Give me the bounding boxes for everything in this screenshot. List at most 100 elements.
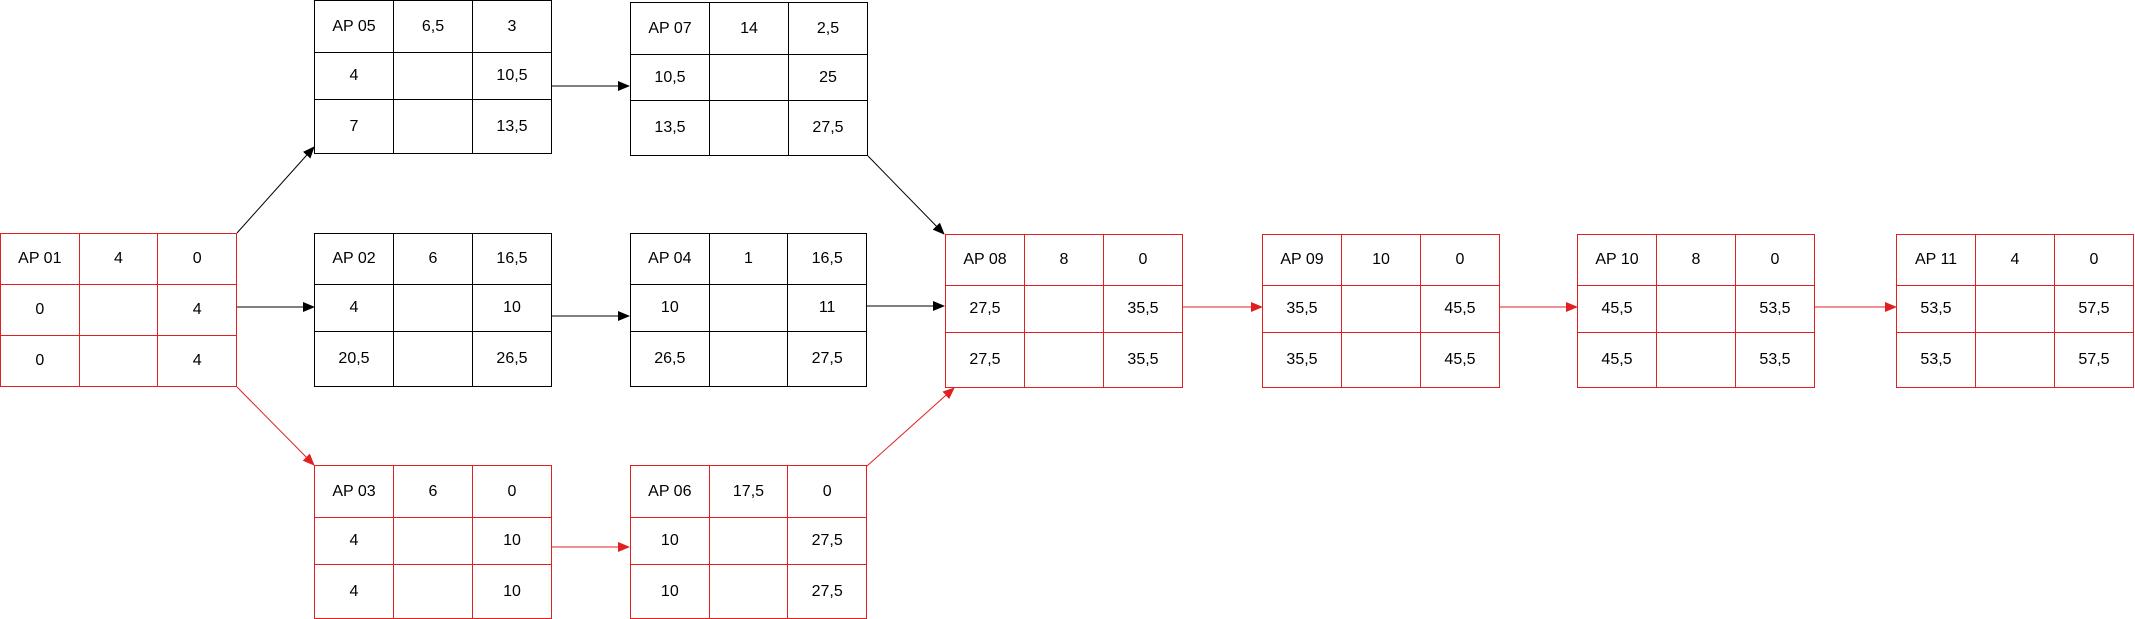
node-duration: 17,5 bbox=[708, 465, 789, 518]
node-earliest-finish: 25 bbox=[788, 54, 868, 101]
node-earliest-finish: 35,5 bbox=[1103, 285, 1183, 333]
node-empty-cell bbox=[393, 52, 473, 100]
node-earliest-finish: 53,5 bbox=[1735, 285, 1815, 333]
node-buffer: 0 bbox=[472, 465, 552, 518]
node-earliest-start: 4 bbox=[314, 517, 394, 565]
node-id: AP 11 bbox=[1896, 234, 1976, 286]
node-latest-finish: 27,5 bbox=[787, 331, 867, 387]
node-id: AP 04 bbox=[630, 233, 710, 285]
node-empty-cell bbox=[393, 564, 473, 619]
node-id: AP 01 bbox=[0, 233, 80, 285]
node-empty-cell bbox=[709, 100, 789, 156]
node-empty-cell bbox=[1024, 285, 1104, 333]
node-duration: 14 bbox=[709, 2, 789, 55]
node-earliest-finish: 57,5 bbox=[2054, 285, 2134, 333]
node-empty-cell bbox=[1341, 285, 1421, 333]
node-earliest-start: 10 bbox=[630, 517, 710, 565]
node-latest-finish: 27,5 bbox=[787, 564, 867, 619]
node-buffer: 16,5 bbox=[787, 233, 867, 285]
node-latest-finish: 27,5 bbox=[788, 100, 868, 156]
node-earliest-finish: 45,5 bbox=[1420, 285, 1500, 333]
node-latest-finish: 4 bbox=[157, 335, 237, 387]
node-latest-finish: 57,5 bbox=[2054, 332, 2134, 388]
node-empty-cell bbox=[708, 564, 789, 619]
node-id: AP 07 bbox=[630, 2, 710, 55]
node-latest-finish: 53,5 bbox=[1735, 332, 1815, 388]
node-latest-finish: 13,5 bbox=[472, 99, 552, 154]
node-earliest-finish: 11 bbox=[787, 284, 867, 332]
node-buffer: 0 bbox=[1420, 234, 1500, 286]
node-empty-cell bbox=[1656, 285, 1736, 333]
node-duration: 4 bbox=[78, 233, 159, 285]
node-earliest-start: 53,5 bbox=[1896, 285, 1976, 333]
node-latest-start: 26,5 bbox=[630, 331, 710, 387]
node-latest-finish: 45,5 bbox=[1420, 332, 1500, 388]
node-empty-cell bbox=[1975, 285, 2055, 333]
node-empty-cell bbox=[1024, 332, 1104, 388]
node-empty-cell bbox=[1975, 332, 2055, 388]
node-empty-cell bbox=[708, 331, 789, 387]
node-empty-cell bbox=[393, 517, 473, 565]
node-id: AP 10 bbox=[1577, 234, 1657, 286]
node-duration: 10 bbox=[1341, 234, 1421, 286]
node-latest-start: 4 bbox=[314, 564, 394, 619]
node-buffer: 3 bbox=[472, 0, 552, 53]
node-empty-cell bbox=[393, 331, 473, 387]
node-empty-cell bbox=[78, 284, 159, 336]
node-earliest-start: 0 bbox=[0, 284, 80, 336]
node-earliest-start: 10,5 bbox=[630, 54, 710, 101]
node-buffer: 0 bbox=[1735, 234, 1815, 286]
node-id: AP 05 bbox=[314, 0, 394, 53]
node-earliest-start: 27,5 bbox=[945, 285, 1025, 333]
node-id: AP 06 bbox=[630, 465, 710, 518]
node-latest-finish: 10 bbox=[472, 564, 552, 619]
node-buffer: 0 bbox=[157, 233, 237, 285]
node-earliest-finish: 27,5 bbox=[787, 517, 867, 565]
node-empty-cell bbox=[78, 335, 159, 387]
node-empty-cell bbox=[708, 284, 789, 332]
node-buffer: 0 bbox=[1103, 234, 1183, 286]
edge-ap07-ap08 bbox=[867, 155, 945, 235]
node-duration: 6 bbox=[393, 233, 473, 285]
node-latest-start: 27,5 bbox=[945, 332, 1025, 388]
node-buffer: 0 bbox=[2054, 234, 2134, 286]
node-earliest-finish: 10 bbox=[472, 284, 552, 332]
node-buffer: 16,5 bbox=[472, 233, 552, 285]
node-latest-start: 10 bbox=[630, 564, 710, 619]
node-id: AP 02 bbox=[314, 233, 394, 285]
node-duration: 6 bbox=[393, 465, 473, 518]
node-latest-finish: 26,5 bbox=[472, 331, 552, 387]
node-earliest-start: 4 bbox=[314, 284, 394, 332]
node-latest-start: 45,5 bbox=[1577, 332, 1657, 388]
edge-ap01-ap05 bbox=[236, 146, 315, 234]
node-id: AP 09 bbox=[1262, 234, 1342, 286]
node-earliest-start: 45,5 bbox=[1577, 285, 1657, 333]
node-latest-start: 35,5 bbox=[1262, 332, 1342, 388]
node-latest-start: 53,5 bbox=[1896, 332, 1976, 388]
edge-ap01-ap03 bbox=[236, 386, 315, 466]
node-buffer: 2,5 bbox=[788, 2, 868, 55]
node-latest-finish: 35,5 bbox=[1103, 332, 1183, 388]
node-earliest-finish: 10,5 bbox=[472, 52, 552, 100]
node-latest-start: 0 bbox=[0, 335, 80, 387]
node-duration: 6,5 bbox=[393, 0, 473, 53]
node-buffer: 0 bbox=[787, 465, 867, 518]
node-duration: 1 bbox=[708, 233, 789, 285]
node-empty-cell bbox=[393, 99, 473, 154]
node-empty-cell bbox=[393, 284, 473, 332]
node-empty-cell bbox=[709, 54, 789, 101]
node-empty-cell bbox=[1341, 332, 1421, 388]
edge-ap06-ap08 bbox=[866, 387, 955, 467]
node-latest-start: 13,5 bbox=[630, 100, 710, 156]
